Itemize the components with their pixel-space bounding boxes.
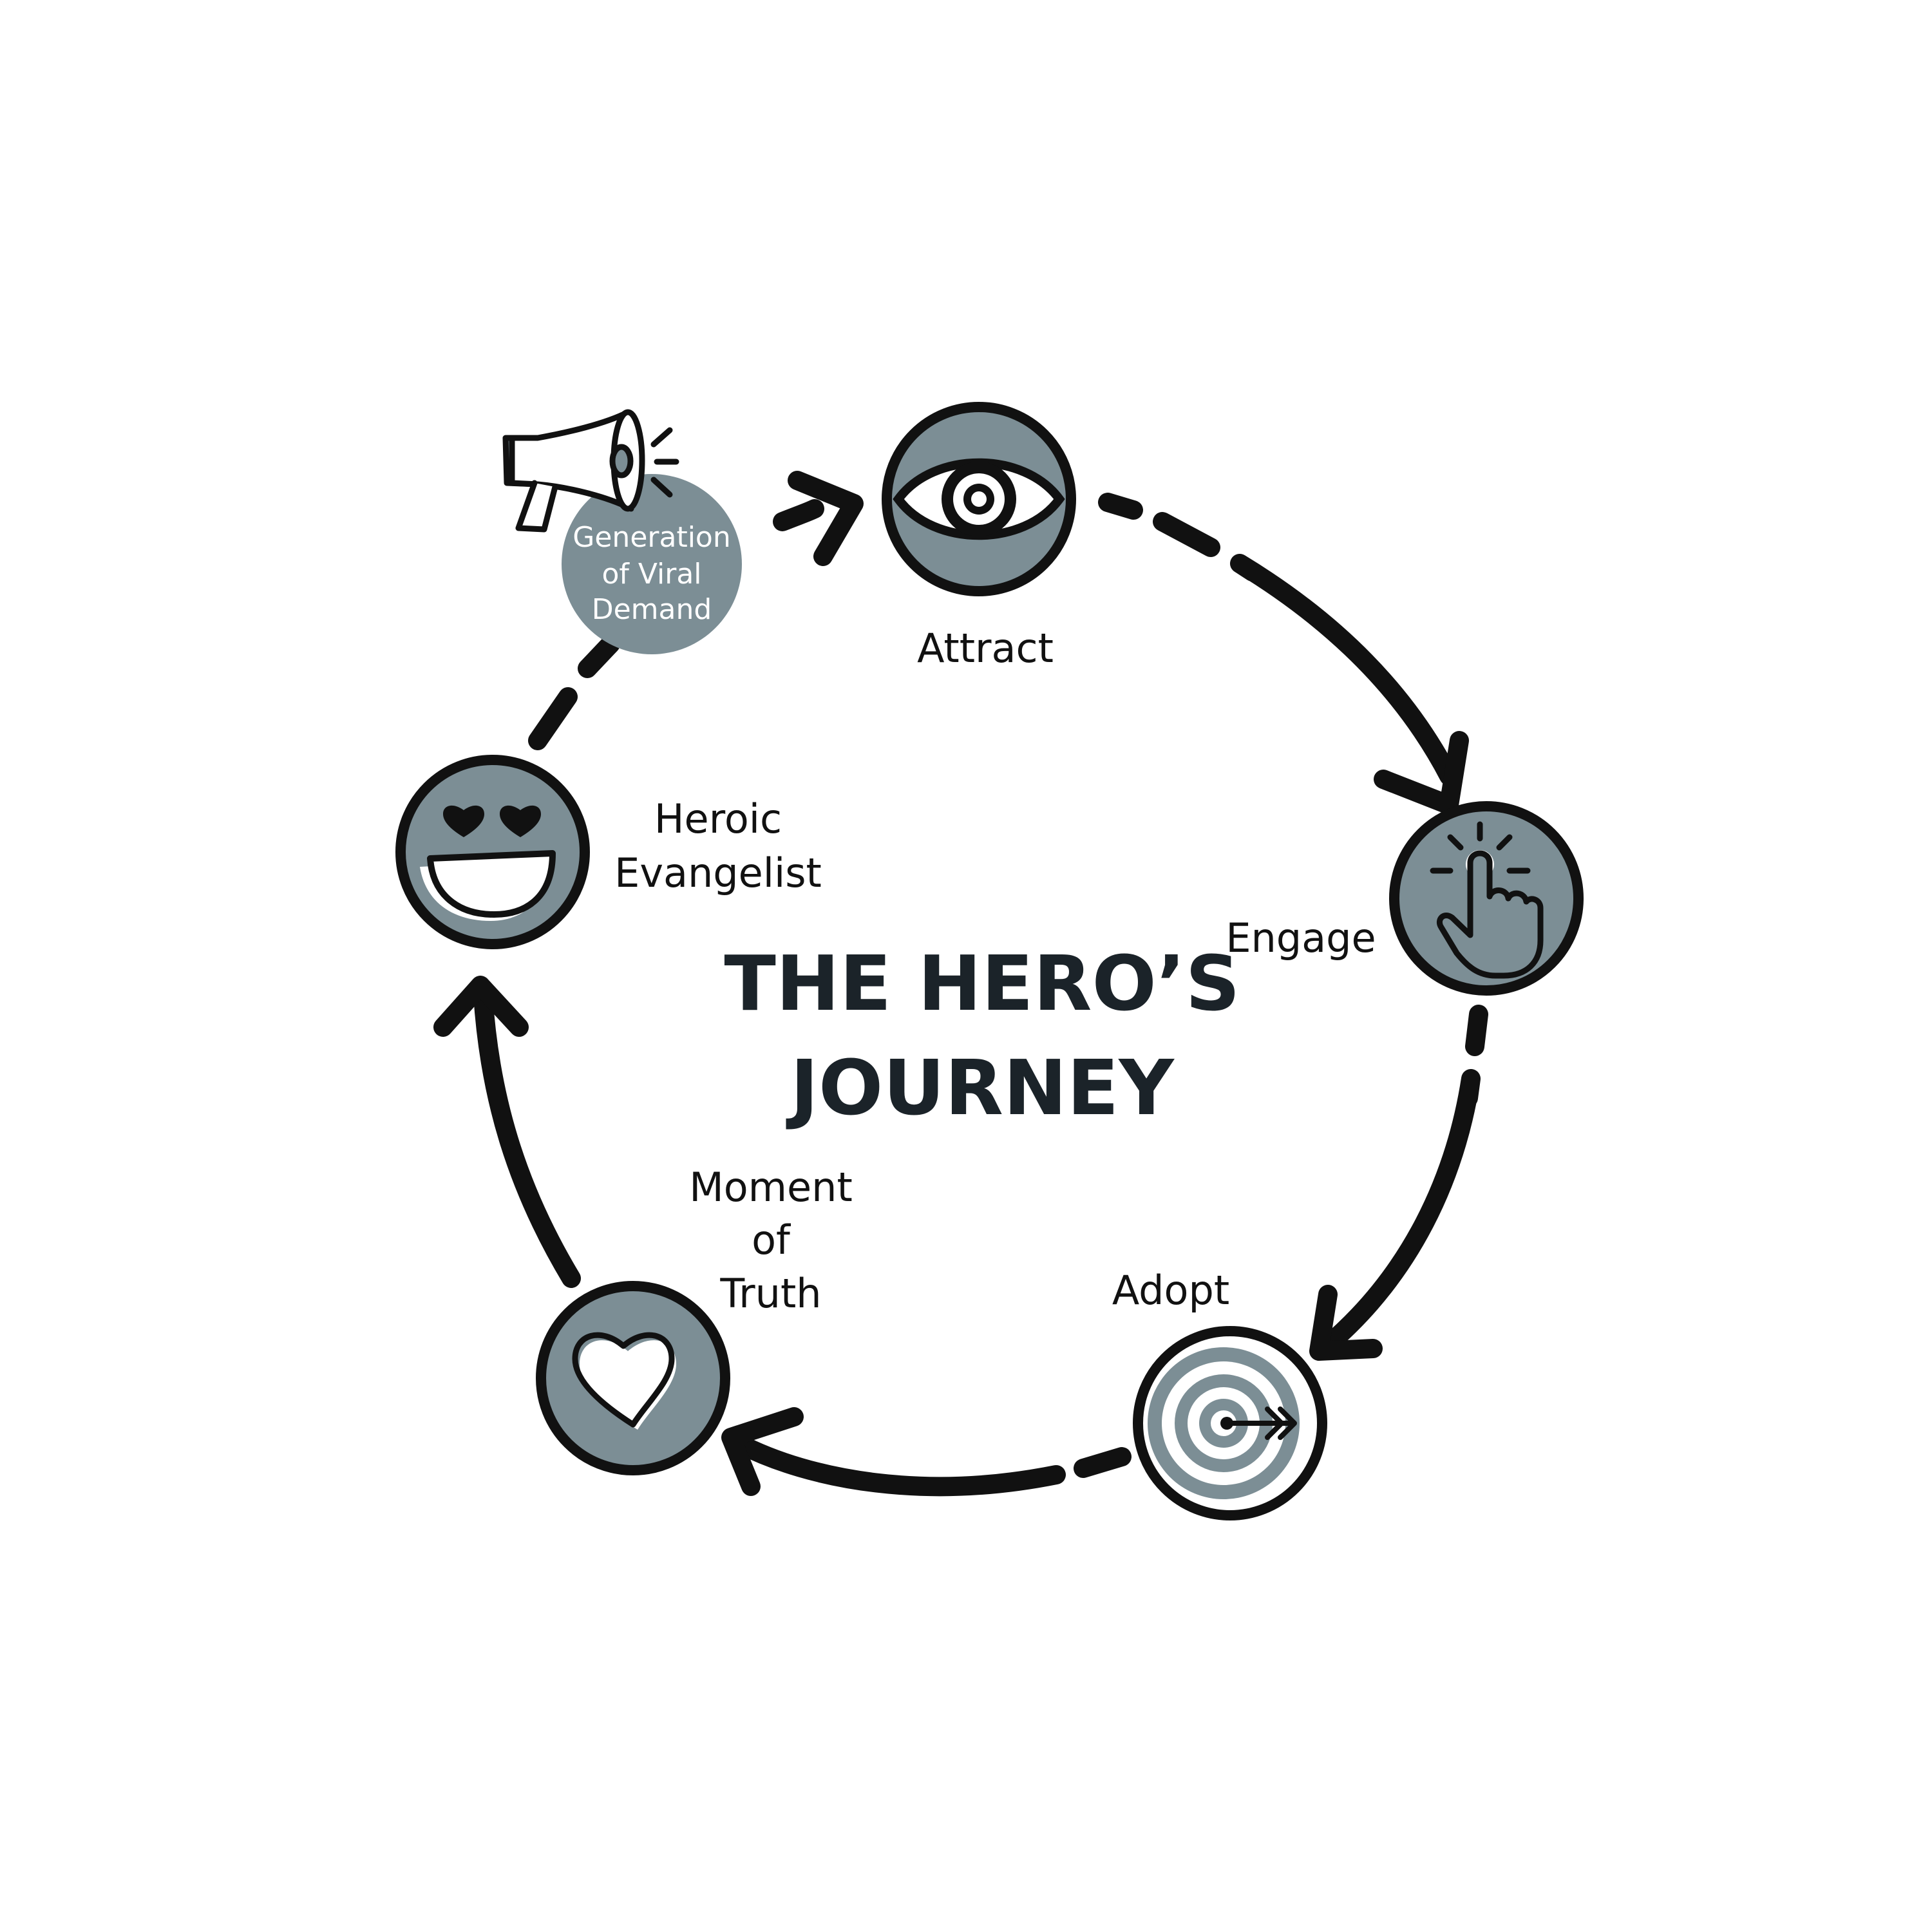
arrow-evangelist-to-attract bbox=[528, 499, 824, 750]
diagram-title: THE HERO’S JOURNEY bbox=[724, 939, 1240, 1132]
stage-heroic-evangelist: Heroic Evangelist bbox=[395, 755, 822, 949]
viral-demand-label-line1: Generation bbox=[573, 521, 730, 554]
evangelist-label-line1: Heroic bbox=[654, 795, 782, 842]
title-line1: THE HERO’S bbox=[724, 939, 1240, 1028]
stage-moment-of-truth: Moment of Truth bbox=[536, 1164, 853, 1475]
stage-adopt: Adopt bbox=[1112, 1267, 1327, 1520]
viral-demand-badge bbox=[562, 474, 742, 654]
heart-eyes-face-icon bbox=[420, 805, 556, 921]
arrowhead-evangelist bbox=[433, 976, 529, 1037]
cycle-arrows bbox=[433, 471, 1488, 1497]
arrowhead-engage bbox=[1374, 731, 1469, 815]
adopt-label: Adopt bbox=[1112, 1267, 1229, 1314]
engage-label: Engage bbox=[1226, 914, 1376, 961]
viral-demand-label-line3: Demand bbox=[592, 593, 712, 626]
arrow-attract-to-engage bbox=[1098, 493, 1459, 786]
moment-label-line2: of bbox=[752, 1217, 791, 1264]
evangelist-label-line2: Evangelist bbox=[614, 849, 822, 896]
arrowhead-moment bbox=[721, 1407, 804, 1496]
stage-viral-demand: Generation of Viral Demand bbox=[502, 409, 742, 654]
moment-label-line3: Truth bbox=[719, 1270, 821, 1317]
viral-demand-label-line2: of Viral bbox=[601, 558, 701, 591]
stage-attract: Attract bbox=[882, 402, 1076, 672]
pointing-hand-icon bbox=[1430, 821, 1544, 979]
arrowhead-adopt bbox=[1309, 1285, 1383, 1361]
arrow-moment-to-evangelist bbox=[473, 985, 581, 1288]
target-arrow-icon bbox=[1148, 1347, 1300, 1499]
megaphone-icon bbox=[502, 409, 679, 533]
heart-icon bbox=[572, 1332, 676, 1430]
arrow-engage-to-adopt bbox=[1317, 1005, 1488, 1356]
arrow-adopt-to-moment bbox=[728, 1433, 1132, 1497]
eye-icon bbox=[893, 458, 1065, 540]
attract-label: Attract bbox=[917, 625, 1054, 672]
title-line2: JOURNEY bbox=[786, 1043, 1175, 1132]
stage-engage: Engage bbox=[1226, 801, 1584, 996]
moment-label-line1: Moment bbox=[689, 1164, 853, 1211]
arrowhead-attract bbox=[788, 471, 864, 566]
